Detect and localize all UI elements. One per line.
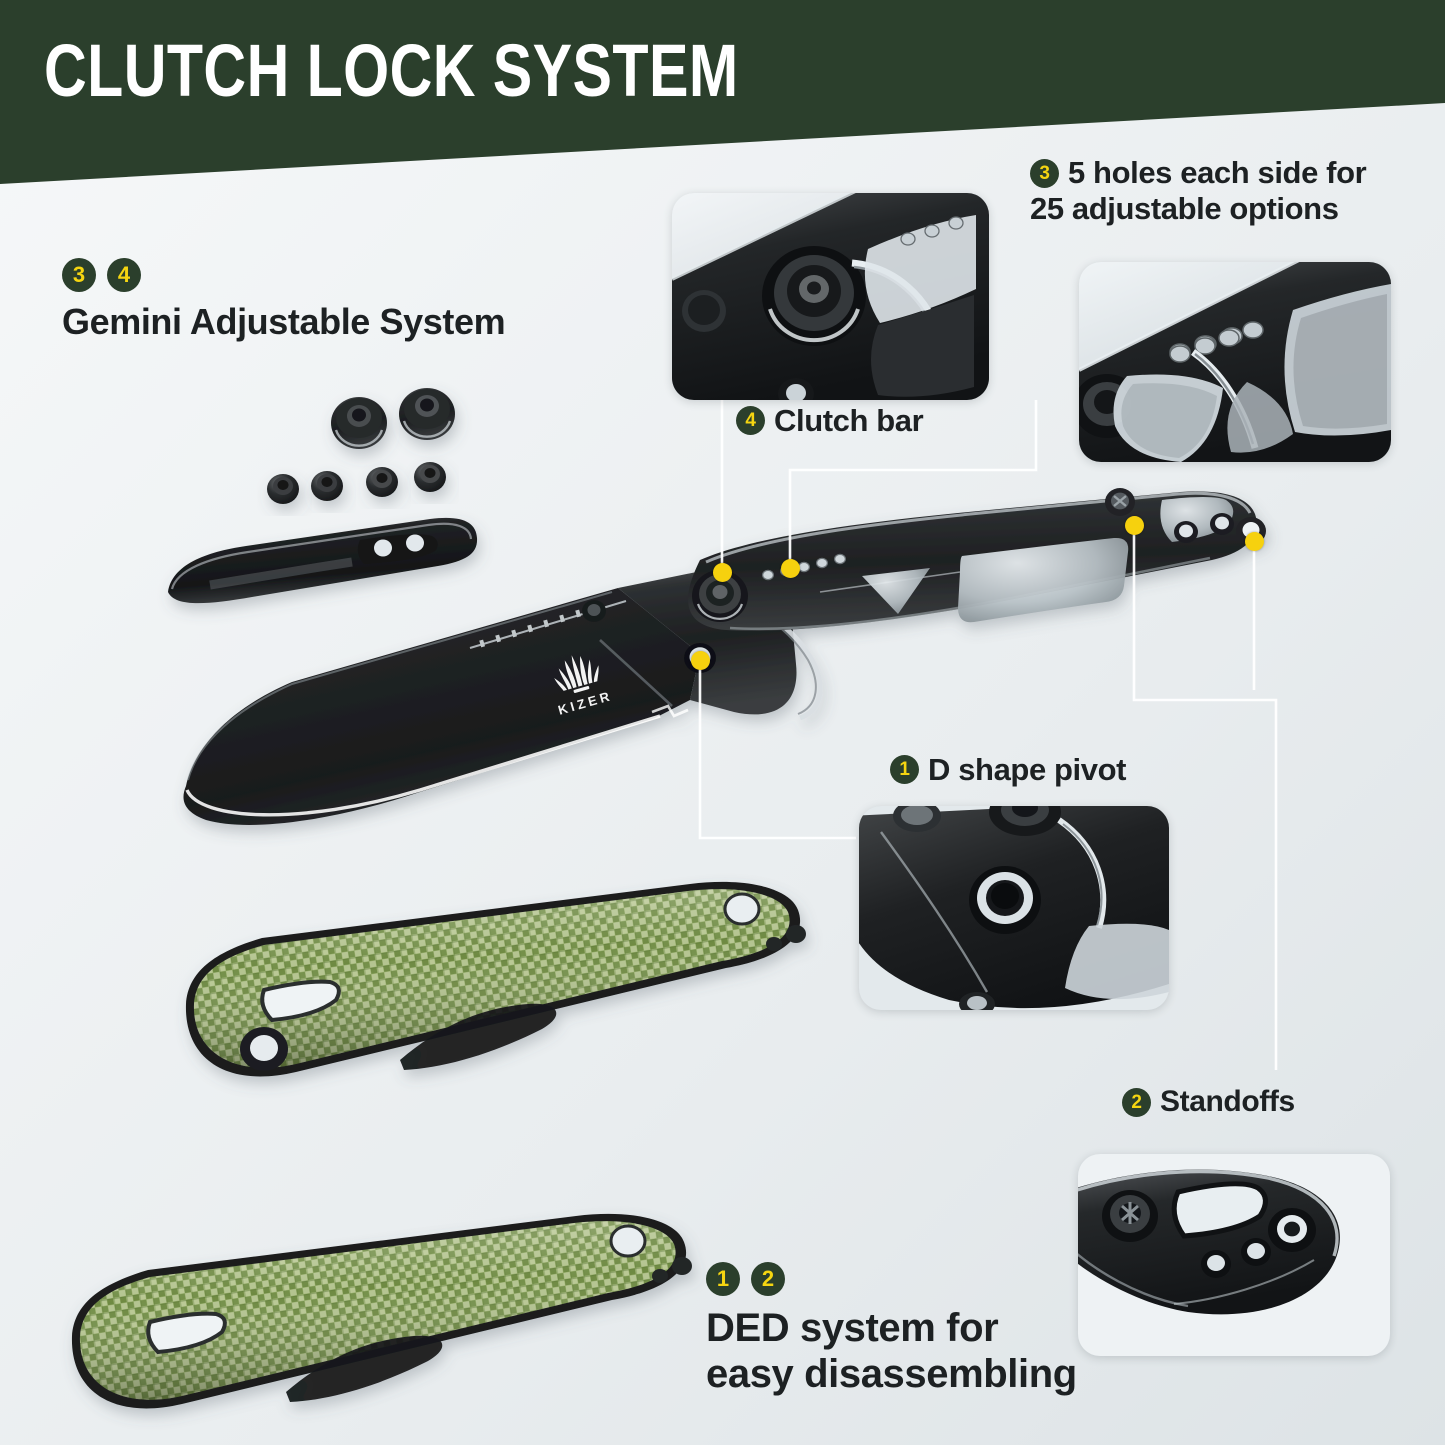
screw-3 <box>366 467 398 497</box>
callout-clutch-bar: 4 Clutch bar <box>736 403 924 439</box>
callout-five-holes: 3 5 holes each side for 25 adjustable op… <box>1030 155 1430 227</box>
badge-2: 2 <box>1122 1087 1151 1117</box>
callout-five-holes-line1: 5 holes each side for <box>1068 155 1367 190</box>
marker-dot-clutch-bar <box>713 563 732 582</box>
page-title: CLUTCH LOCK SYSTEM <box>44 29 739 112</box>
callout-ded-system: 1 2 DED system for easy disassembling <box>706 1262 1077 1398</box>
inset-five-holes <box>1079 262 1391 462</box>
badge-4: 4 <box>107 258 141 292</box>
callout-five-holes-text: 3 5 holes each side for 25 adjustable op… <box>1030 155 1430 227</box>
callout-d-pivot-text: 1 D shape pivot <box>890 752 1126 788</box>
callout-standoffs-label: Standoffs <box>1160 1085 1295 1118</box>
badge-4: 4 <box>736 406 765 436</box>
callout-clutch-bar-text: 4 Clutch bar <box>736 403 924 439</box>
badge-1: 1 <box>706 1262 740 1296</box>
callout-gemini-badges: 3 4 <box>62 258 505 292</box>
pocket-clip <box>168 517 478 604</box>
marker-dot-standoff-a <box>1125 516 1144 535</box>
marker-dot-d-pivot <box>691 651 710 670</box>
handle-scale-upper <box>185 881 806 1077</box>
handle-scale-lower <box>71 1213 692 1409</box>
callout-ded-line2: easy disassembling <box>706 1352 1077 1397</box>
inset-clutch-bar <box>672 193 989 400</box>
callout-gemini-text: Gemini Adjustable System <box>62 301 506 342</box>
badge-2: 2 <box>751 1262 785 1296</box>
callout-d-pivot: 1 D shape pivot <box>890 752 1126 788</box>
inset-standoffs <box>1078 1154 1390 1356</box>
standoff-disc-right <box>399 388 455 440</box>
screw-4 <box>414 462 446 492</box>
callout-standoffs: 2 Standoffs <box>1122 1085 1295 1120</box>
marker-dot-standoff-b <box>1245 532 1264 551</box>
inset-d-pivot <box>859 806 1169 1010</box>
callout-ded-line1: DED system for <box>706 1306 999 1350</box>
badge-3: 3 <box>62 258 96 292</box>
callout-standoffs-text: 2 Standoffs <box>1122 1085 1295 1120</box>
marker-dot-five-holes <box>781 559 800 578</box>
callout-d-pivot-label: D shape pivot <box>928 752 1127 787</box>
callout-clutch-bar-label: Clutch bar <box>774 403 924 438</box>
callout-five-holes-line2: 25 adjustable options <box>1030 190 1339 226</box>
screw-2 <box>311 471 343 501</box>
standoff-disc-left <box>331 397 387 449</box>
callout-ded-badges: 1 2 <box>706 1262 1077 1296</box>
callout-ded-text: DED system for easy disassembling <box>706 1305 1077 1398</box>
badge-1: 1 <box>890 755 919 785</box>
screw-1 <box>267 474 299 504</box>
callout-gemini: 3 4 Gemini Adjustable System <box>62 258 506 343</box>
badge-3: 3 <box>1030 159 1059 188</box>
